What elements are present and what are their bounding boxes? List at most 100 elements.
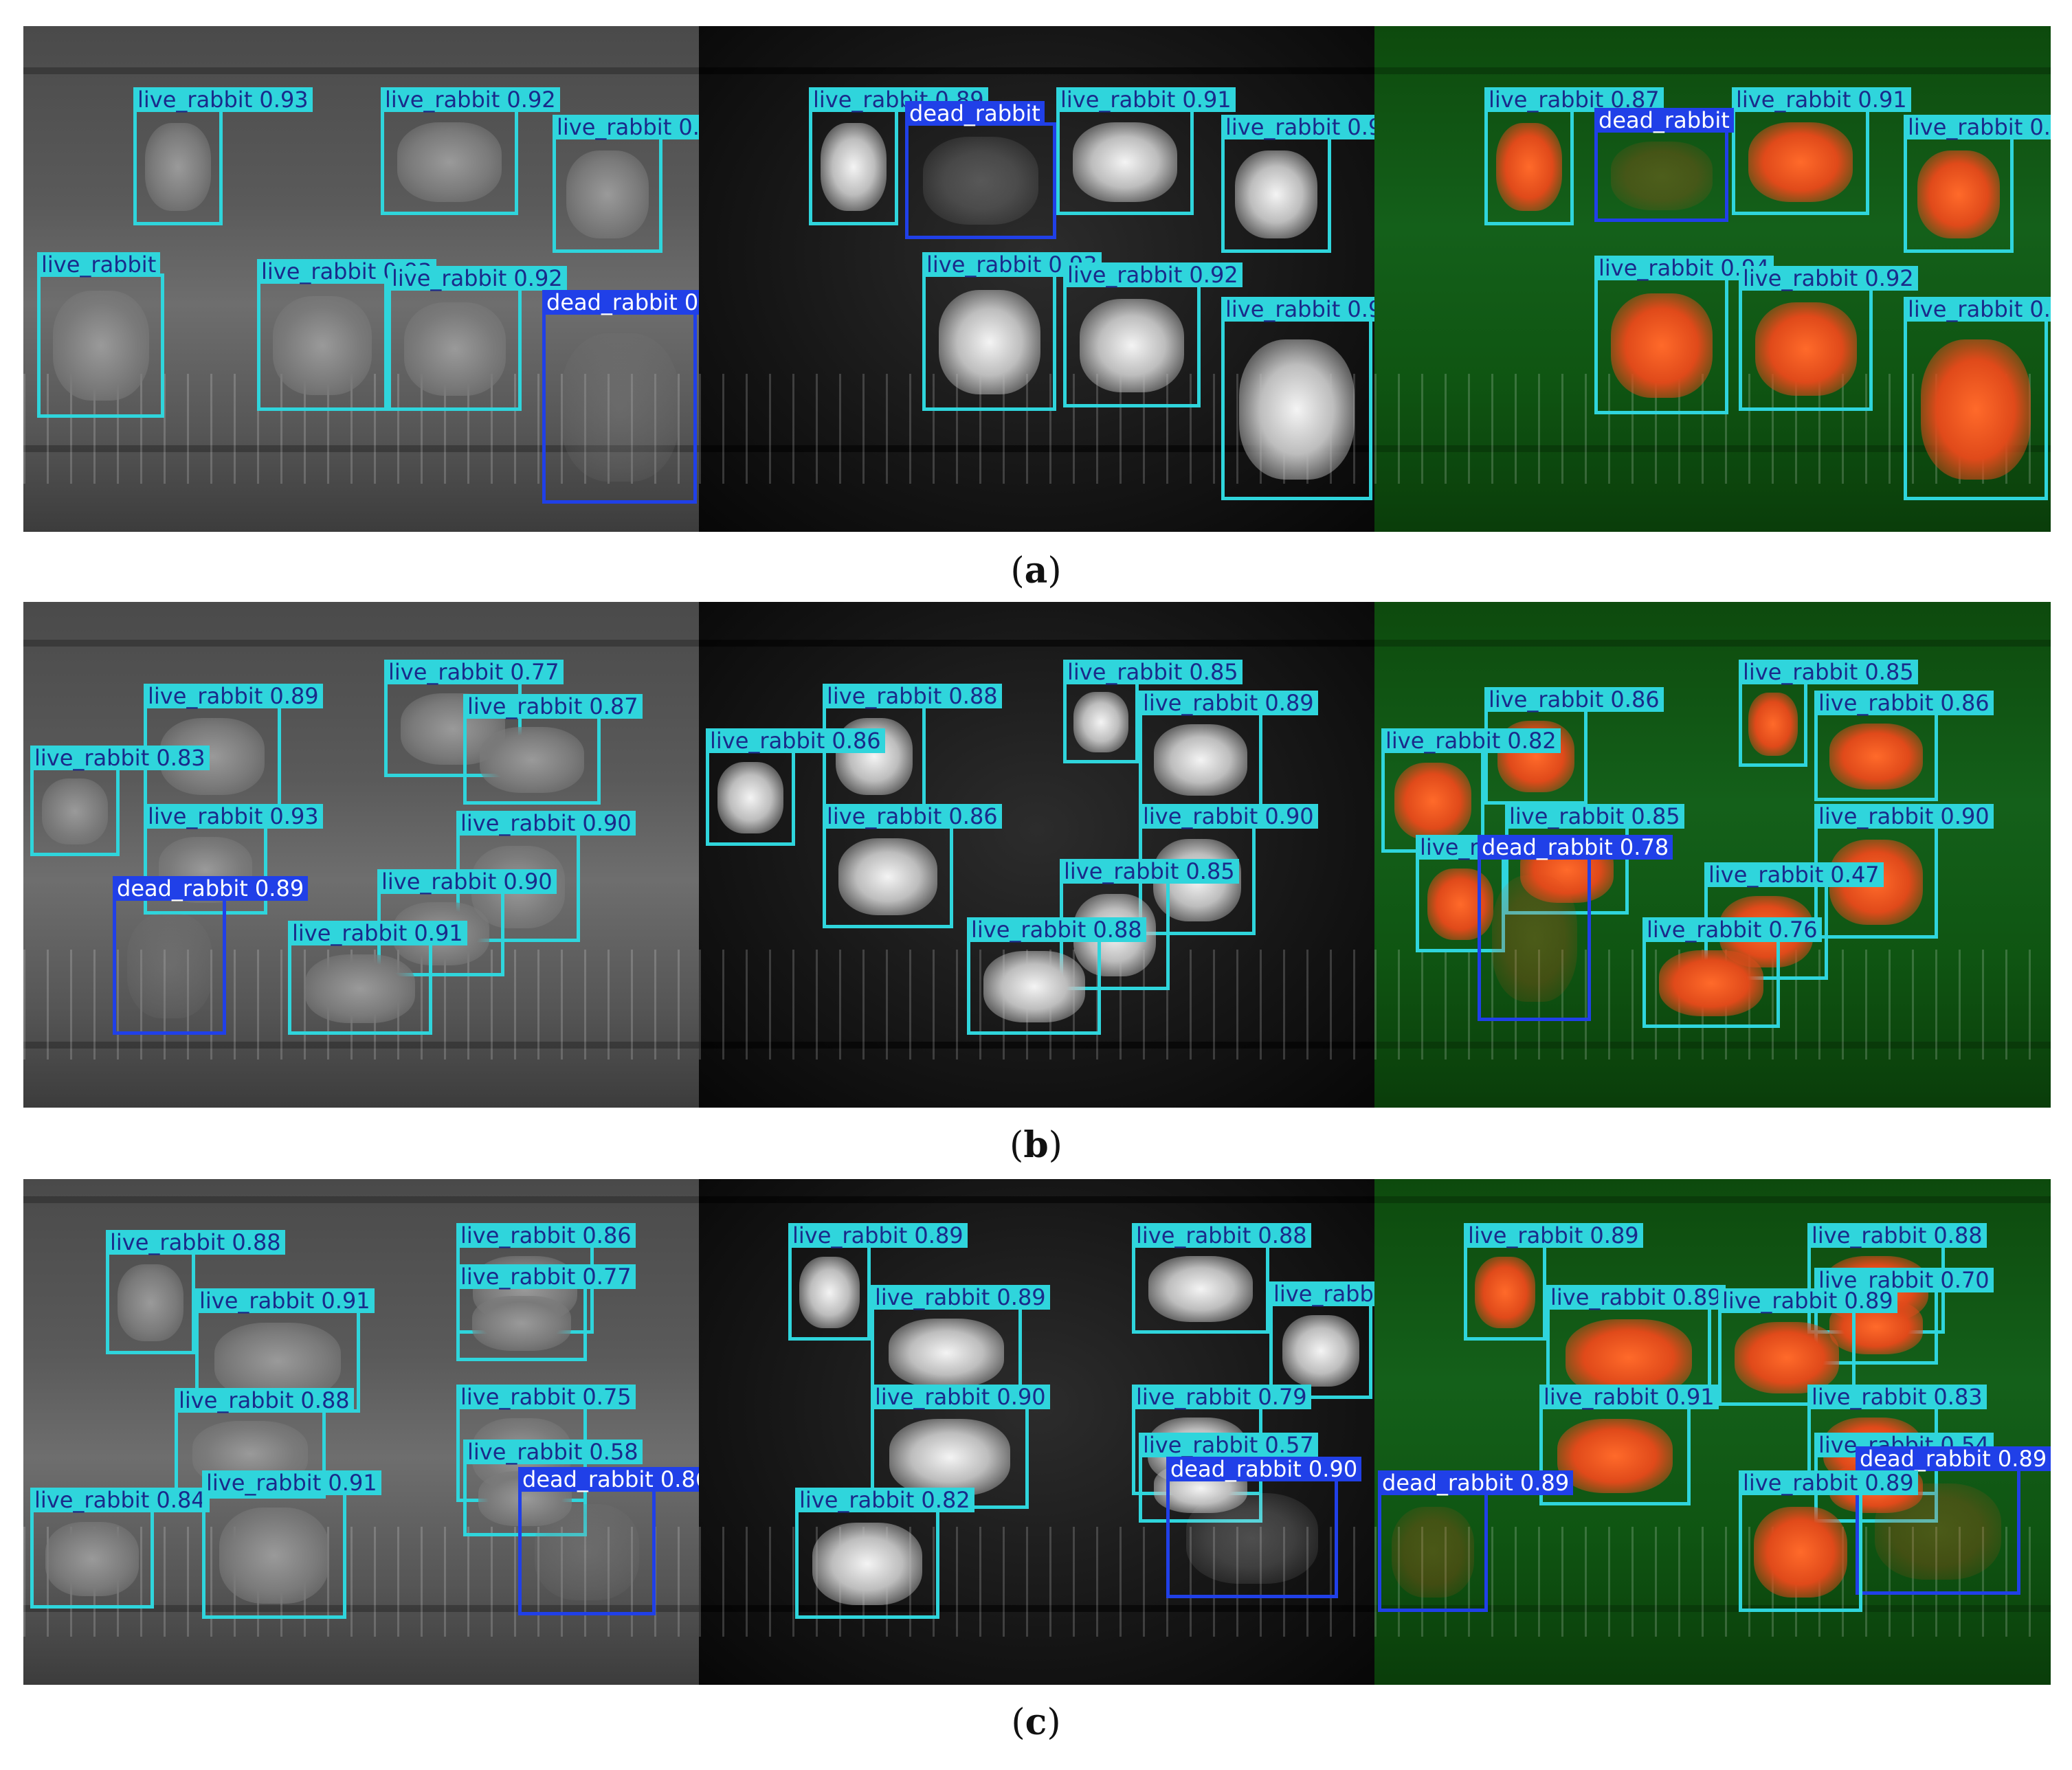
detection-label: live_rabbit 0.89 [1739,1470,1918,1495]
thermal-image-a: live_rabbit 0.89 live_rabbit 0.91 live_r… [699,26,1374,532]
detection-box: live_rabbit 0.85 [1063,660,1243,763]
detection-label: live_rabbit 0.90 [1814,804,1994,829]
fused-image-b: live_rabbit 0.85 live_rabbit 0.86 live_r… [1374,602,2051,1108]
grayscale-image-b: live_rabbit 0.77 live_rabbit 0.89 live_r… [23,602,699,1108]
detection-label: live_rabbit 0.89 [1546,1285,1726,1310]
detection-label: live_rabbit 0.91 [1732,87,1911,112]
detection-box: live_rabbit 0.89 [809,87,988,225]
detection-label: live_rabbit 0.90 [1221,115,1374,139]
detection-label: live_rabbit 0.75 [456,1385,636,1409]
detection-box: live_rabbit 0.86 [1484,687,1664,805]
detection-label: live_rabbit 0.91 [1539,1385,1719,1409]
detection-label: dead_rabbit 0.86 [518,1467,699,1492]
detection-label: live_rabbit 0.85 [1505,804,1684,829]
caption-a: (a) [1010,550,1062,592]
detection-label: live_rabbit 0.87 [1484,87,1664,112]
detection-label: live_rabbit 0.85 [1060,859,1239,884]
detection-box: live_rabbit 0.89 [1139,691,1318,808]
thermal-image-b: live_rabbit 0.85 live_rabbit 0.88 live_r… [699,602,1374,1108]
detection-box: live_rabbit 0.88 [1132,1223,1311,1334]
detection-box: live_rabbit 0.92 [1063,262,1243,407]
figure-row-b: live_rabbit 0.77 live_rabbit 0.89 live_r… [23,602,2051,1108]
detection-box: live_rabbit 0.92 [381,87,560,215]
detection-box: live_rabbit 0.89 [1739,1470,1918,1612]
detection-label: live_rabbit 0.89 [553,115,699,139]
detection-label: live_rabbit 0.58 [1269,1281,1374,1306]
detection-label: live_rabbit 0.83 [30,746,210,770]
detection-label: live_rabbit 0.89 [871,1285,1050,1310]
detection-label: live_rabbit 0.88 [823,684,1002,708]
dead-detection-box: dead_rabbit [905,101,1056,239]
detection-box: live_rabbit 0.86 [823,804,1002,928]
detection-label: live_rabbit 0.90 [377,869,557,894]
detection-label: live_rabbit 0.58 [463,1439,643,1464]
detection-label: dead_rabbit 0.78 [1478,835,1673,860]
detection-box: live_rabbit 0.88 [106,1230,285,1354]
detection-box: live_rabbit 0.87 [1484,87,1664,225]
detection-label: live_rabbit 0.86 [823,804,1002,829]
detection-box: live_rabbit 0.86 [1814,691,1994,801]
dead-detection-box: dead_rabbit 0.78 [1478,835,1673,1021]
dead-detection-box: dead_rabbit 0.90 [1166,1457,1362,1598]
detection-label: live_rabbit 0.86 [1814,691,1994,715]
detection-box: live_rabbit 0.58 [463,1439,643,1536]
detection-label: live_rabbit 0.92 [388,266,567,291]
detection-box: live_rabbit 0.90 [1221,115,1374,253]
detection-label: live_rabbit 0.82 [795,1488,974,1512]
detection-box: live_rabbit 0.77 [456,1264,636,1361]
dead-detection-box: dead_rabbit 0.89 [1378,1470,1574,1612]
detection-label: dead_rabbit 0.89 [1378,1470,1574,1495]
detection-label: live_rabbit 0.82 [1381,728,1561,753]
figure-row-a: live_rabbit 0.93 live_rabbit 0.92 live_r… [23,26,2051,532]
detection-label: live_rabbit 0.57 [1139,1433,1318,1457]
detection-label: live_rabbit 0.77 [456,1264,636,1289]
detection-label: dead_rabbit 0.90 [1166,1457,1362,1481]
thermal-image-c: live_rabbit 0.89 live_rabbit 0.88 live_r… [699,1179,1374,1685]
detection-box: live_rabbit 0.93 [133,87,313,225]
detection-label: live_rabbit 0.88 [1132,1223,1311,1248]
detection-box: live_rabbit 0.90 [1904,115,2051,253]
detection-label: live_rabbit 0.89 [788,1223,968,1248]
detection-label: live_rabbit 0.89 [1718,1288,1897,1313]
detection-box: live_rabbit 0.93 [922,252,1102,411]
grayscale-image-c: live_rabbit 0.88 live_rabbit 0.86 live_r… [23,1179,699,1685]
detection-label: live_rabbit 0.89 [1139,691,1318,715]
detection-label: live_rabbit 0.91 [202,1470,381,1495]
detection-label: live_rabbit 0.47 [1704,862,1884,887]
detection-label: live_rabbit 0.91 [288,921,467,945]
detection-label: live_rabbit 0.94 [1904,297,2051,322]
detection-box: live_rabbit 0.91 [202,1470,381,1619]
detection-label: dead_rabbit [1594,108,1734,133]
dead-detection-box: dead_rabbit 0.87 [542,290,699,504]
detection-label: live_rabbit 0.83 [1807,1385,1987,1409]
detection-label: live_rabbit 0.90 [1904,115,2051,139]
dead-detection-box: dead_rabbit 0.89 [113,876,309,1035]
detection-label: live_rabbit 0.88 [1807,1223,1987,1248]
detection-box: live_rabbit 0.94 [1221,297,1374,500]
detection-label: dead_rabbit 0.87 [542,290,699,315]
detection-label: dead_rabbit 0.89 [113,876,309,901]
detection-box: live_rabbit 0.87 [463,694,643,805]
detection-box: live_rabbit [37,252,164,418]
detection-box: live_rabbit 0.89 [1546,1285,1726,1409]
dead-detection-box: dead_rabbit 0.86 [518,1467,699,1615]
detection-label: live_rabbit 0.85 [1063,660,1243,684]
detection-box: live_rabbit 0.83 [30,746,210,856]
detection-box: live_rabbit 0.91 [288,921,467,1035]
detection-label: live_rabbit 0.76 [1642,917,1822,942]
detection-label: live_rabbit 0.86 [456,1223,636,1248]
caption-b: (b) [1010,1124,1062,1166]
detection-label: live_rabbit 0.79 [1132,1385,1311,1409]
detection-label: live_rabbit 0.91 [195,1288,375,1313]
fused-image-a: live_rabbit 0.87 live_rabbit 0.91 live_r… [1374,26,2051,532]
detection-box: live_rabbit 0.84 [30,1488,210,1609]
detection-label: live_rabbit 0.88 [106,1230,285,1255]
detection-box: live_rabbit 0.94 [1594,256,1774,414]
dead-detection-box: dead_rabbit [1594,108,1734,222]
detection-label: live_rabbit 0.87 [463,694,643,719]
detection-label: dead_rabbit 0.89 [1856,1446,2051,1471]
detection-label: live_rabbit 0.86 [706,728,885,753]
detection-label: live_rabbit 0.90 [1139,804,1318,829]
detection-label: live_rabbit 0.90 [871,1385,1050,1409]
dead-detection-box: dead_rabbit 0.89 [1856,1446,2051,1595]
